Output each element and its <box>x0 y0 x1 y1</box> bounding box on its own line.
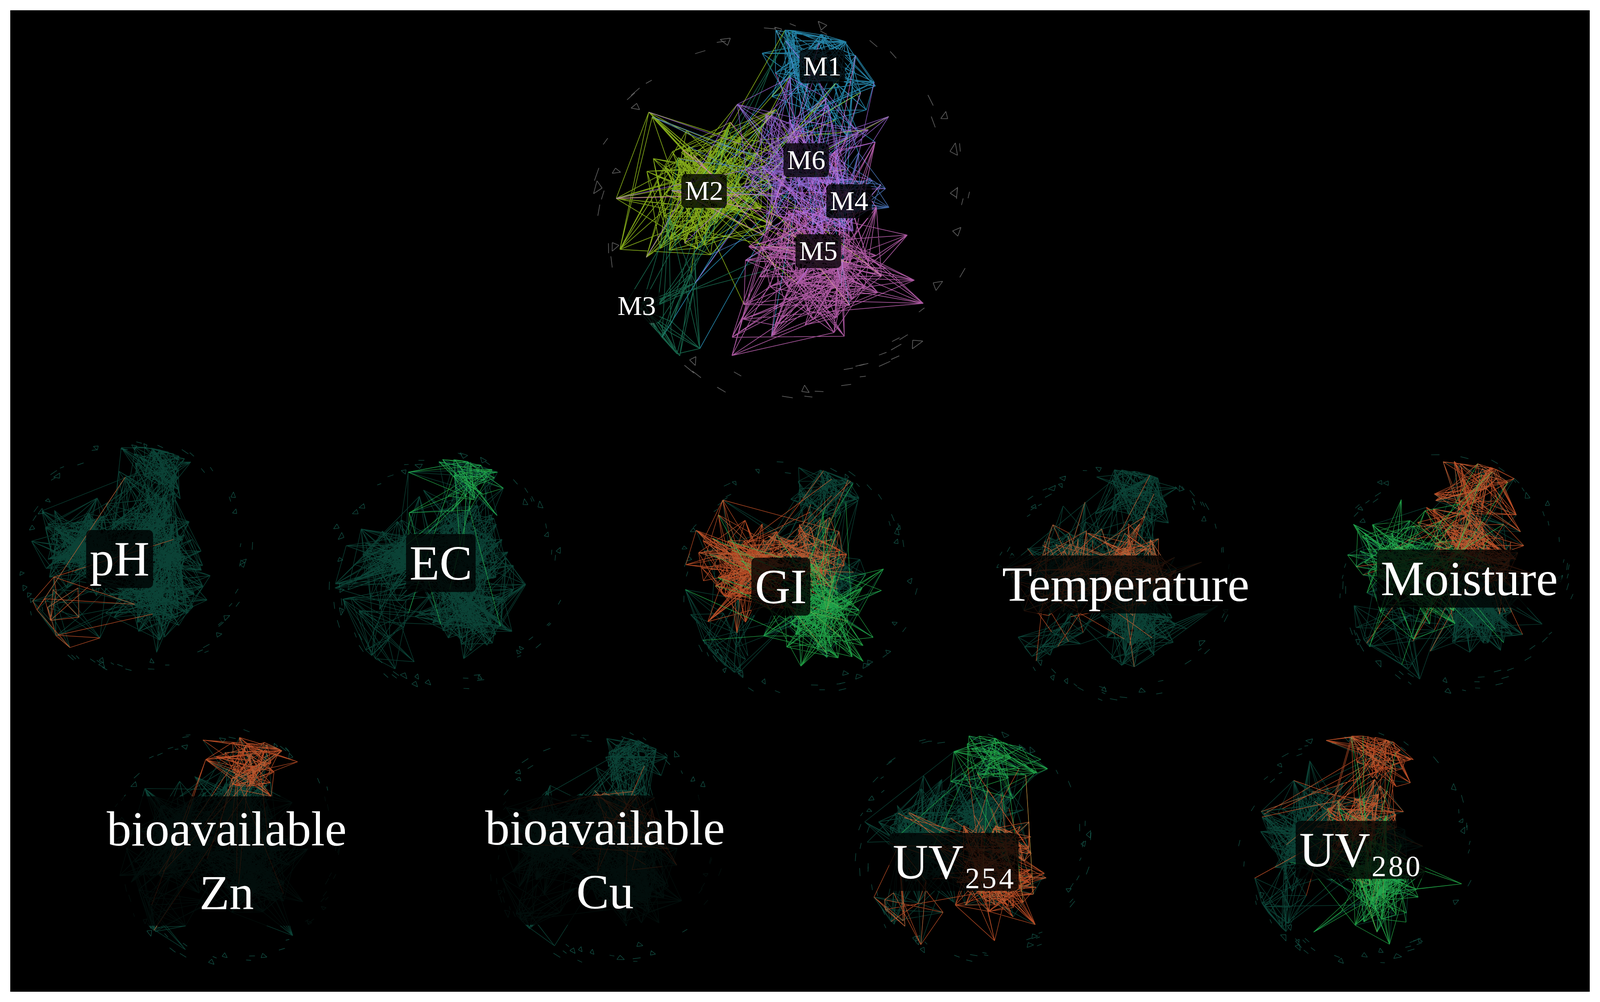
variable-label: UV₂₅₄ <box>889 833 1019 892</box>
variable-label: bioavailable Cu <box>481 795 729 925</box>
variable-label: EC <box>406 534 477 593</box>
module-label: M3 <box>613 289 660 323</box>
network-edges <box>685 483 884 667</box>
network-edges <box>681 461 917 693</box>
network-edges <box>874 768 1047 946</box>
network-edges <box>855 732 1091 962</box>
variable-label: Moisture <box>1376 549 1562 609</box>
black-ground <box>10 10 1590 992</box>
network-edges <box>1290 736 1462 945</box>
module-label: M2 <box>681 174 727 208</box>
network-edges <box>1254 736 1425 933</box>
module-label: M5 <box>795 234 842 268</box>
network-edges <box>1238 733 1472 964</box>
variable-label: Temperature <box>998 555 1253 614</box>
network-edges <box>335 459 527 670</box>
network-edges <box>616 43 924 356</box>
network-edges <box>864 736 1048 946</box>
network-edges <box>616 40 889 284</box>
module-label: M4 <box>826 184 872 218</box>
variable-label: GI <box>751 557 811 617</box>
variable-label: UV₂₈₀ <box>1295 820 1426 880</box>
module-label: M1 <box>799 49 846 83</box>
variable-label: pH <box>86 530 154 589</box>
network-edges <box>1339 454 1574 694</box>
network-edges <box>19 441 253 671</box>
network-group <box>19 21 1573 965</box>
network-edges <box>685 467 884 673</box>
network-edges <box>593 21 970 398</box>
variable-label: bioavailable Zn <box>103 796 351 926</box>
network-edges <box>685 470 854 654</box>
network-edges <box>33 476 174 648</box>
module-label: M6 <box>783 143 830 177</box>
network-edges <box>329 452 561 689</box>
network-edges <box>31 447 211 653</box>
